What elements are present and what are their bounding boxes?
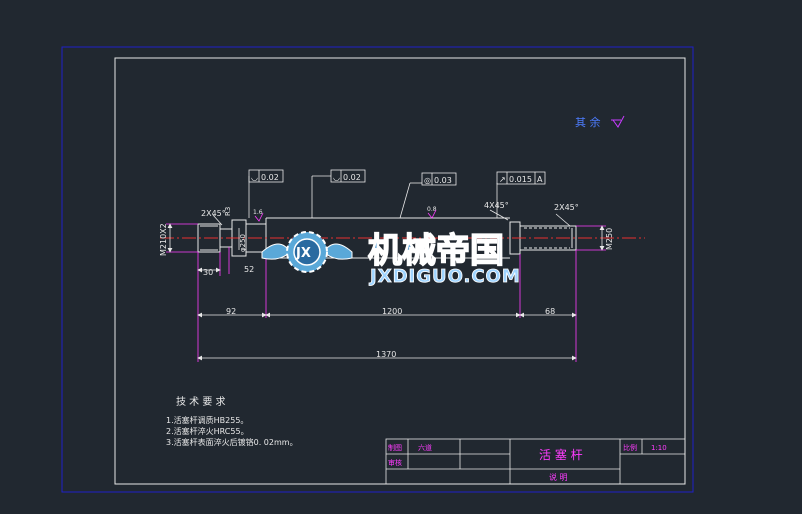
- tolerance-symbol: ◡: [251, 173, 258, 182]
- tolerance-value: 0.02: [261, 173, 279, 182]
- gear-logo-icon: JX: [261, 231, 353, 273]
- surface-finish-text: 其 余: [575, 115, 601, 129]
- roughness-2: 0.8: [427, 206, 437, 213]
- tech-req-item: 2.活塞杆淬火HRC55。: [166, 426, 249, 436]
- tolerance-value: 0.015: [509, 175, 532, 184]
- tolerance-frame-3: ◎ 0.03: [410, 172, 457, 186]
- roughness-1: 1.6: [253, 209, 263, 216]
- title-block-value-draw: 六道: [418, 443, 432, 452]
- chamfer-right: 2X45°: [554, 203, 579, 212]
- dim-1200: 1200: [382, 307, 402, 316]
- scale-label: 比例: [623, 443, 637, 452]
- tech-req-item: 1.活塞杆调质HB255。: [166, 415, 248, 425]
- title-block: [385, 438, 686, 485]
- tolerance-frame-4: ↗ 0.015 A: [496, 171, 546, 185]
- title-block-label-check: 审核: [388, 458, 402, 467]
- part-name: 活 塞 杆: [539, 447, 583, 462]
- title-block-label-draw: 制图: [388, 443, 402, 452]
- tech-req-item: 3.活塞杆表面淬火后镀铬0. 02mm。: [166, 437, 298, 447]
- tolerance-datum: A: [537, 175, 543, 184]
- thread-left: M210X2: [159, 223, 168, 256]
- tolerance-frame-2: ◡ 0.02: [312, 169, 366, 183]
- chamfer-left: 2X45°: [201, 209, 226, 218]
- logo-letters: JX: [295, 246, 311, 261]
- roughness-mark-icon: [254, 212, 264, 222]
- tolerance-symbol: ↗: [499, 175, 506, 184]
- radius-label: R3: [224, 207, 232, 216]
- dim-68: 68: [545, 307, 555, 316]
- watermark-cn: 机械帝国: [368, 231, 504, 271]
- outer-border: [61, 46, 694, 493]
- chamfer-mid: 4X45°: [484, 201, 509, 210]
- watermark: JX 机械帝国 JXDIGUO.COM: [261, 230, 521, 287]
- dim-1370: 1370: [376, 350, 396, 359]
- roughness-symbol-icon: [611, 115, 625, 128]
- tolerance-value: 0.03: [434, 176, 452, 185]
- callout-leaders: [212, 176, 571, 227]
- thread-right: M250: [605, 228, 614, 250]
- tolerance-symbol: ◎: [424, 176, 431, 185]
- tolerance-value: 0.02: [343, 173, 361, 182]
- dim-30: 30: [203, 268, 213, 277]
- watermark-en: JXDIGUO.COM: [368, 266, 521, 287]
- title-block-notes: 说 明: [549, 472, 568, 482]
- extension-lines: [166, 223, 606, 362]
- dim-92: 92: [226, 307, 236, 316]
- dimension-lines: [167, 223, 605, 361]
- collar-diameter-label: φ250: [239, 234, 247, 252]
- tolerance-frame-1: ◡ 0.02: [248, 169, 284, 183]
- tech-req-title: 技 术 要 求: [176, 395, 226, 408]
- surface-finish-note: 其 余: [575, 115, 625, 129]
- roughness-mark-icon: [427, 209, 437, 219]
- step-dim: 52: [244, 265, 254, 274]
- scale-value: 1:10: [651, 444, 667, 452]
- tolerance-symbol: ◡: [333, 173, 340, 182]
